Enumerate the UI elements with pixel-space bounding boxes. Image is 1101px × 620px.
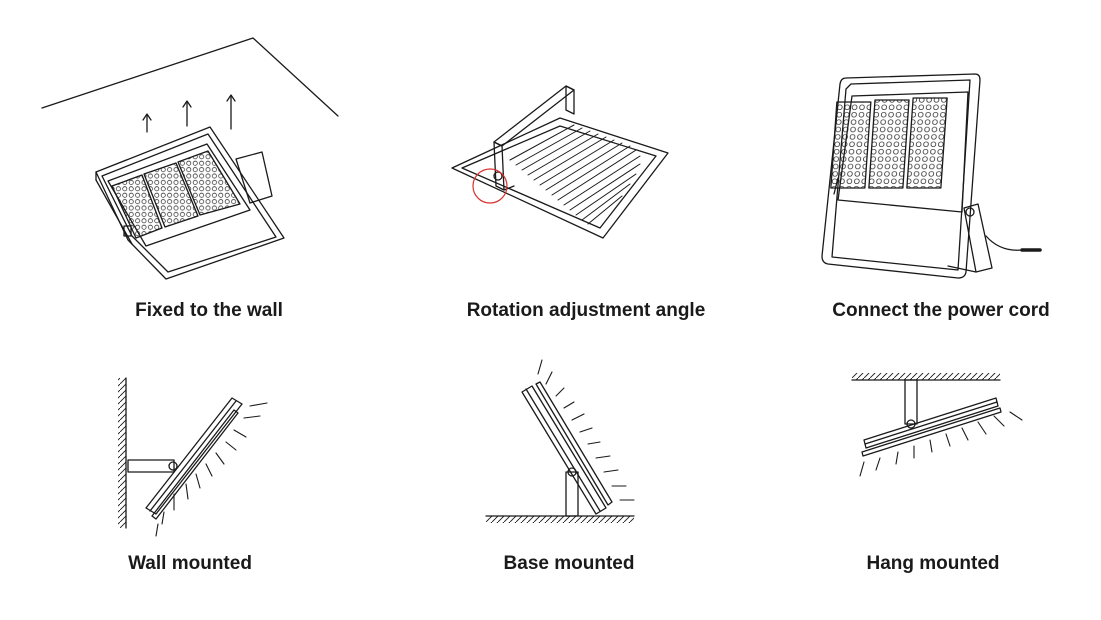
caption-fixed-to-wall: Fixed to the wall: [135, 300, 283, 321]
led-array: [830, 97, 948, 189]
rotation-highlight-icon: [472, 168, 508, 204]
caption-hang-mounted: Hang mounted: [866, 553, 1000, 574]
floodlight-power-cord-illustration: [821, 73, 1042, 279]
light-rays: [155, 402, 268, 537]
caption-rotation-adjustment: Rotation adjustment angle: [466, 300, 706, 321]
floodlight-ceiling-fixing-illustration: [41, 37, 339, 280]
heatsink-fins: [509, 124, 641, 225]
light-rays: [537, 359, 635, 501]
led-array: [111, 150, 241, 239]
light-rays: [859, 411, 1023, 477]
caption-base-mounted: Base mounted: [503, 553, 635, 574]
floodlight-bracket-rotation-illustration: [451, 85, 669, 239]
hang-mount-side-view-illustration: [851, 373, 1023, 477]
wall-mount-side-view-illustration: [118, 377, 268, 537]
arrow-up-icon: [226, 94, 236, 130]
arrow-up-icon: [142, 113, 152, 133]
caption-wall-mounted: Wall mounted: [128, 553, 252, 574]
arrow-up-icon: [182, 100, 192, 127]
base-mount-side-view-illustration: [485, 359, 635, 523]
caption-connect-power-cord: Connect the power cord: [832, 300, 1050, 321]
